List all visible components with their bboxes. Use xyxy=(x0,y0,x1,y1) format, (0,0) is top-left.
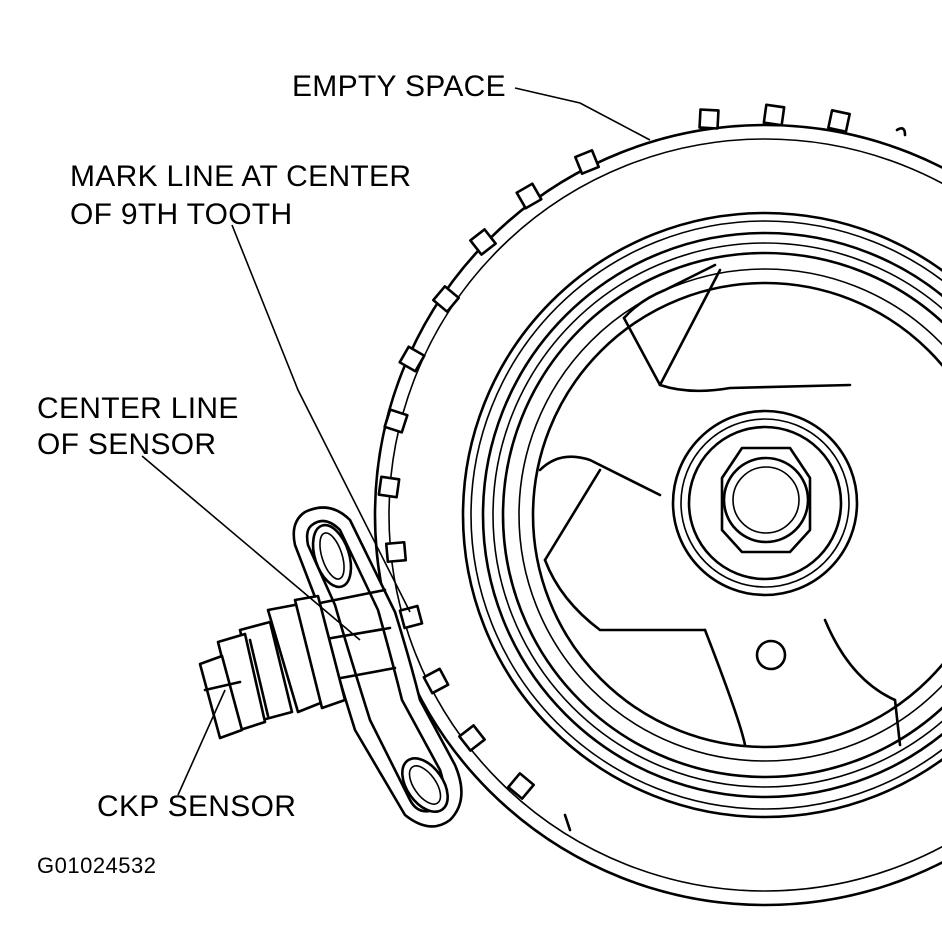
ckp-sensor-body xyxy=(198,594,347,740)
label-empty-space: EMPTY SPACE xyxy=(292,70,506,103)
empty-space-leader xyxy=(514,87,651,141)
label-ckp-sensor: CKP SENSOR xyxy=(97,790,297,823)
mark-line-leader xyxy=(231,224,411,613)
label-mark-line-line1: MARK LINE AT CENTER xyxy=(70,160,412,193)
label-center-line-line2: OF SENSOR xyxy=(37,428,217,461)
label-center-line-line1: CENTER LINE xyxy=(37,392,239,425)
crankshaft-pulley xyxy=(373,123,942,907)
sensor-bracket xyxy=(292,506,463,828)
figure-id: G01024532 xyxy=(37,853,157,878)
label-mark-line-line2: OF 9TH TOOTH xyxy=(70,198,293,231)
leader-lines xyxy=(141,87,651,796)
tone-wheel-teeth xyxy=(377,103,907,832)
center-line-leader xyxy=(141,455,361,641)
ckp-sensor-leader xyxy=(177,689,226,796)
